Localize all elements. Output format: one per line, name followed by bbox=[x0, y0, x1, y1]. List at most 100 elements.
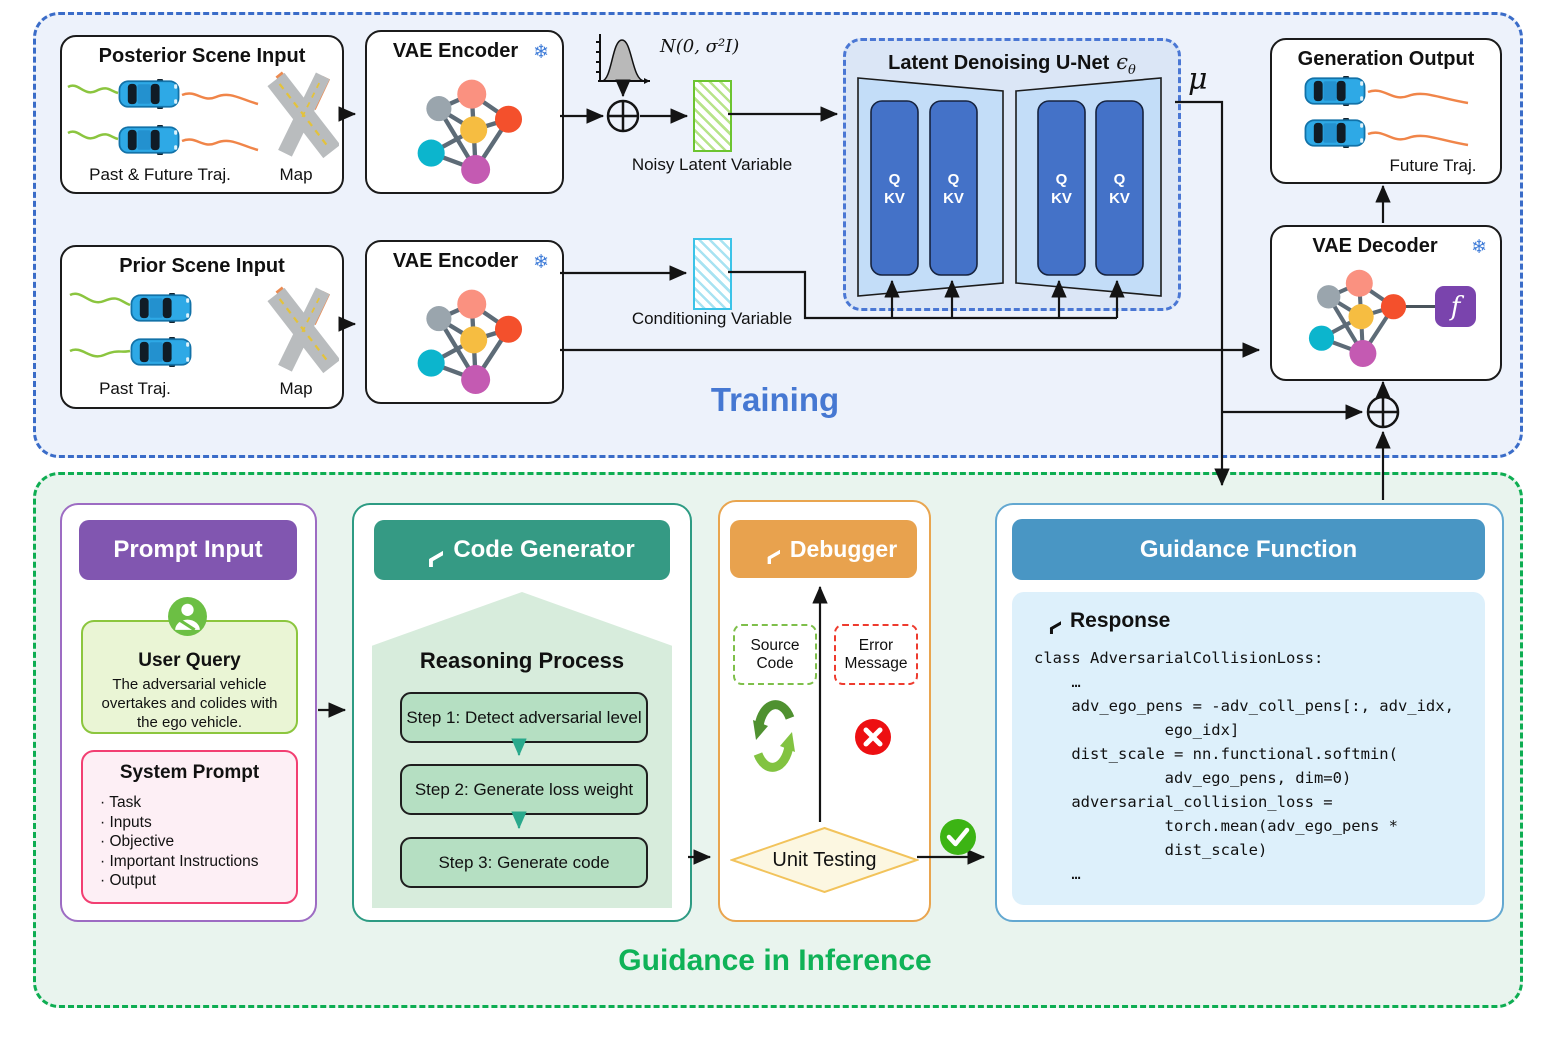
debugger-box: Debugger Source Code Error Message Unit … bbox=[718, 500, 931, 922]
prior-title: Prior Scene Input bbox=[119, 255, 285, 277]
error-cross-icon bbox=[855, 719, 891, 755]
past-trajectory-line bbox=[67, 84, 119, 95]
user-query-card: User Query The adversarial vehicle overt… bbox=[81, 620, 298, 734]
openai-logo-icon bbox=[409, 533, 443, 567]
qkv-block bbox=[1037, 100, 1086, 276]
qkv-block bbox=[929, 100, 978, 276]
svg-text:KV: KV bbox=[1051, 190, 1072, 207]
openai-logo-icon bbox=[750, 534, 780, 564]
prior-traj-label: Past Traj. bbox=[99, 379, 171, 398]
reasoning-pentagon: Reasoning Process Step 1: Detect adversa… bbox=[372, 592, 672, 908]
guidance-function-header: Guidance Function bbox=[1012, 519, 1485, 580]
unet-title-text: Latent Denoising U-Net bbox=[888, 52, 1110, 74]
code-line: dist_scale = nn.functional.softmin( bbox=[1034, 745, 1398, 763]
code-generator-header: Code Generator bbox=[374, 520, 670, 580]
generation-output-box: Generation Output Future Traj. bbox=[1270, 38, 1502, 184]
code-line: dist_scale) bbox=[1034, 841, 1268, 859]
vae-encoder-bottom-title: VAE Encoder bbox=[392, 250, 519, 272]
qkv-block bbox=[1095, 100, 1144, 276]
system-prompt-title: System Prompt bbox=[119, 762, 260, 783]
prompt-input-header: Prompt Input bbox=[79, 520, 297, 580]
code-line: ego_idx] bbox=[1034, 721, 1240, 739]
guidance-section-label: Guidance in Inference bbox=[618, 944, 932, 977]
list-item: Output bbox=[100, 871, 296, 891]
vae-encoder-bottom-box: VAE Encoder ❄ bbox=[365, 240, 564, 404]
conditioning-variable bbox=[693, 238, 732, 310]
vae-decoder-box: VAE Decoder ❄ f bbox=[1270, 225, 1502, 381]
step-2: Step 2: Generate loss weight bbox=[400, 764, 648, 815]
snowflake-icon: ❄ bbox=[533, 42, 549, 63]
qkv-block bbox=[870, 100, 919, 276]
system-prompt-list: Task Inputs Objective Important Instruct… bbox=[100, 793, 296, 891]
posterior-traj-label: Past & Future Traj. bbox=[89, 165, 231, 184]
decoder-function-box: f bbox=[1435, 286, 1476, 327]
future-trajectory-line bbox=[1367, 131, 1469, 147]
step-1: Step 1: Detect adversarial level bbox=[400, 692, 648, 743]
future-traj-label: Future Traj. bbox=[1389, 156, 1477, 175]
prior-map-label: Map bbox=[279, 379, 313, 398]
conditioning-label: Conditioning Variable bbox=[631, 309, 793, 328]
qkv-blocks bbox=[870, 100, 1144, 276]
network-graph-icon bbox=[395, 278, 535, 394]
response-panel: Response class AdversarialCollisionLoss:… bbox=[1012, 592, 1485, 905]
epsilon-theta-symbol: ϵθ bbox=[1116, 50, 1136, 79]
response-title: Response bbox=[1070, 608, 1171, 632]
svg-text:KV: KV bbox=[943, 190, 964, 207]
list-item: Objective bbox=[100, 832, 296, 852]
generation-output-title: Generation Output bbox=[1297, 48, 1475, 70]
gaussian-distribution-icon bbox=[596, 34, 650, 84]
noisy-latent-label: Noisy Latent Variable bbox=[631, 155, 793, 174]
posterior-map-label: Map bbox=[279, 165, 313, 184]
qkv-labels: QKV QKV QKV QKV bbox=[884, 171, 1130, 207]
code-line: adv_ego_pens = -adv_coll_pens[:, adv_idx… bbox=[1034, 697, 1454, 715]
prior-scene-graphic bbox=[69, 285, 342, 377]
car-icon bbox=[118, 125, 180, 155]
code-line: adv_ego_pens, dim=0) bbox=[1034, 769, 1352, 787]
car-icon bbox=[130, 337, 192, 367]
list-item: Inputs bbox=[100, 813, 296, 833]
prior-scene-input-box: Prior Scene Input Past Traj. Map bbox=[60, 245, 344, 409]
past-trajectory-line bbox=[69, 292, 131, 307]
vae-encoder-top-title: VAE Encoder bbox=[392, 40, 519, 62]
vae-encoder-top-box: VAE Encoder ❄ bbox=[365, 30, 564, 194]
svg-text:Q: Q bbox=[889, 171, 901, 188]
car-icon bbox=[1304, 76, 1366, 106]
guidance-function-box: Guidance Function Response class Adversa… bbox=[995, 503, 1504, 922]
training-section-label: Training bbox=[710, 381, 840, 418]
unit-testing-diamond bbox=[730, 827, 919, 893]
code-line: … bbox=[1034, 673, 1081, 691]
list-item: Task bbox=[100, 793, 296, 813]
debugger-header: Debugger bbox=[730, 520, 917, 578]
system-prompt-card: System Prompt Task Inputs Objective Impo… bbox=[81, 750, 298, 904]
posterior-scene-input-box: Posterior Scene Input Past & Future Traj… bbox=[60, 35, 344, 194]
future-trajectory-line bbox=[1367, 89, 1469, 105]
noisy-latent-variable bbox=[693, 80, 732, 152]
reasoning-process-title: Reasoning Process bbox=[419, 648, 625, 673]
svg-text:Q: Q bbox=[948, 171, 960, 188]
source-code-box: Source Code bbox=[733, 624, 817, 685]
unet-title: Latent Denoising U-Net ϵθ bbox=[846, 50, 1178, 78]
retry-loop-icon bbox=[753, 700, 795, 772]
mu-symbol: μ bbox=[1188, 62, 1208, 97]
generation-output-graphic bbox=[1304, 76, 1469, 148]
user-query-text: The adversarial vehicle overtakes and co… bbox=[101, 676, 278, 731]
car-icon bbox=[118, 79, 180, 109]
future-trajectory-line bbox=[181, 138, 259, 152]
unet-interior: QKV QKV QKV QKV bbox=[857, 77, 1162, 297]
network-graph-icon bbox=[1292, 259, 1414, 367]
user-query-title: User Query bbox=[138, 650, 241, 671]
snowflake-icon: ❄ bbox=[533, 252, 549, 273]
error-message-box: Error Message bbox=[834, 624, 918, 685]
code-block: class AdversarialCollisionLoss: … adv_eg… bbox=[1034, 646, 1454, 886]
code-line: … bbox=[1034, 865, 1081, 883]
code-generator-title: Code Generator bbox=[453, 536, 635, 563]
prompt-input-box: Prompt Input User Query The adversarial … bbox=[60, 503, 317, 922]
unit-testing-label: Unit Testing bbox=[772, 848, 877, 871]
map-icon bbox=[276, 289, 332, 368]
success-check-icon bbox=[940, 819, 976, 855]
list-item: Important Instructions bbox=[100, 852, 296, 872]
code-generator-box: Code Generator Reasoning Process Step 1:… bbox=[352, 503, 692, 922]
car-icon bbox=[1304, 118, 1366, 148]
